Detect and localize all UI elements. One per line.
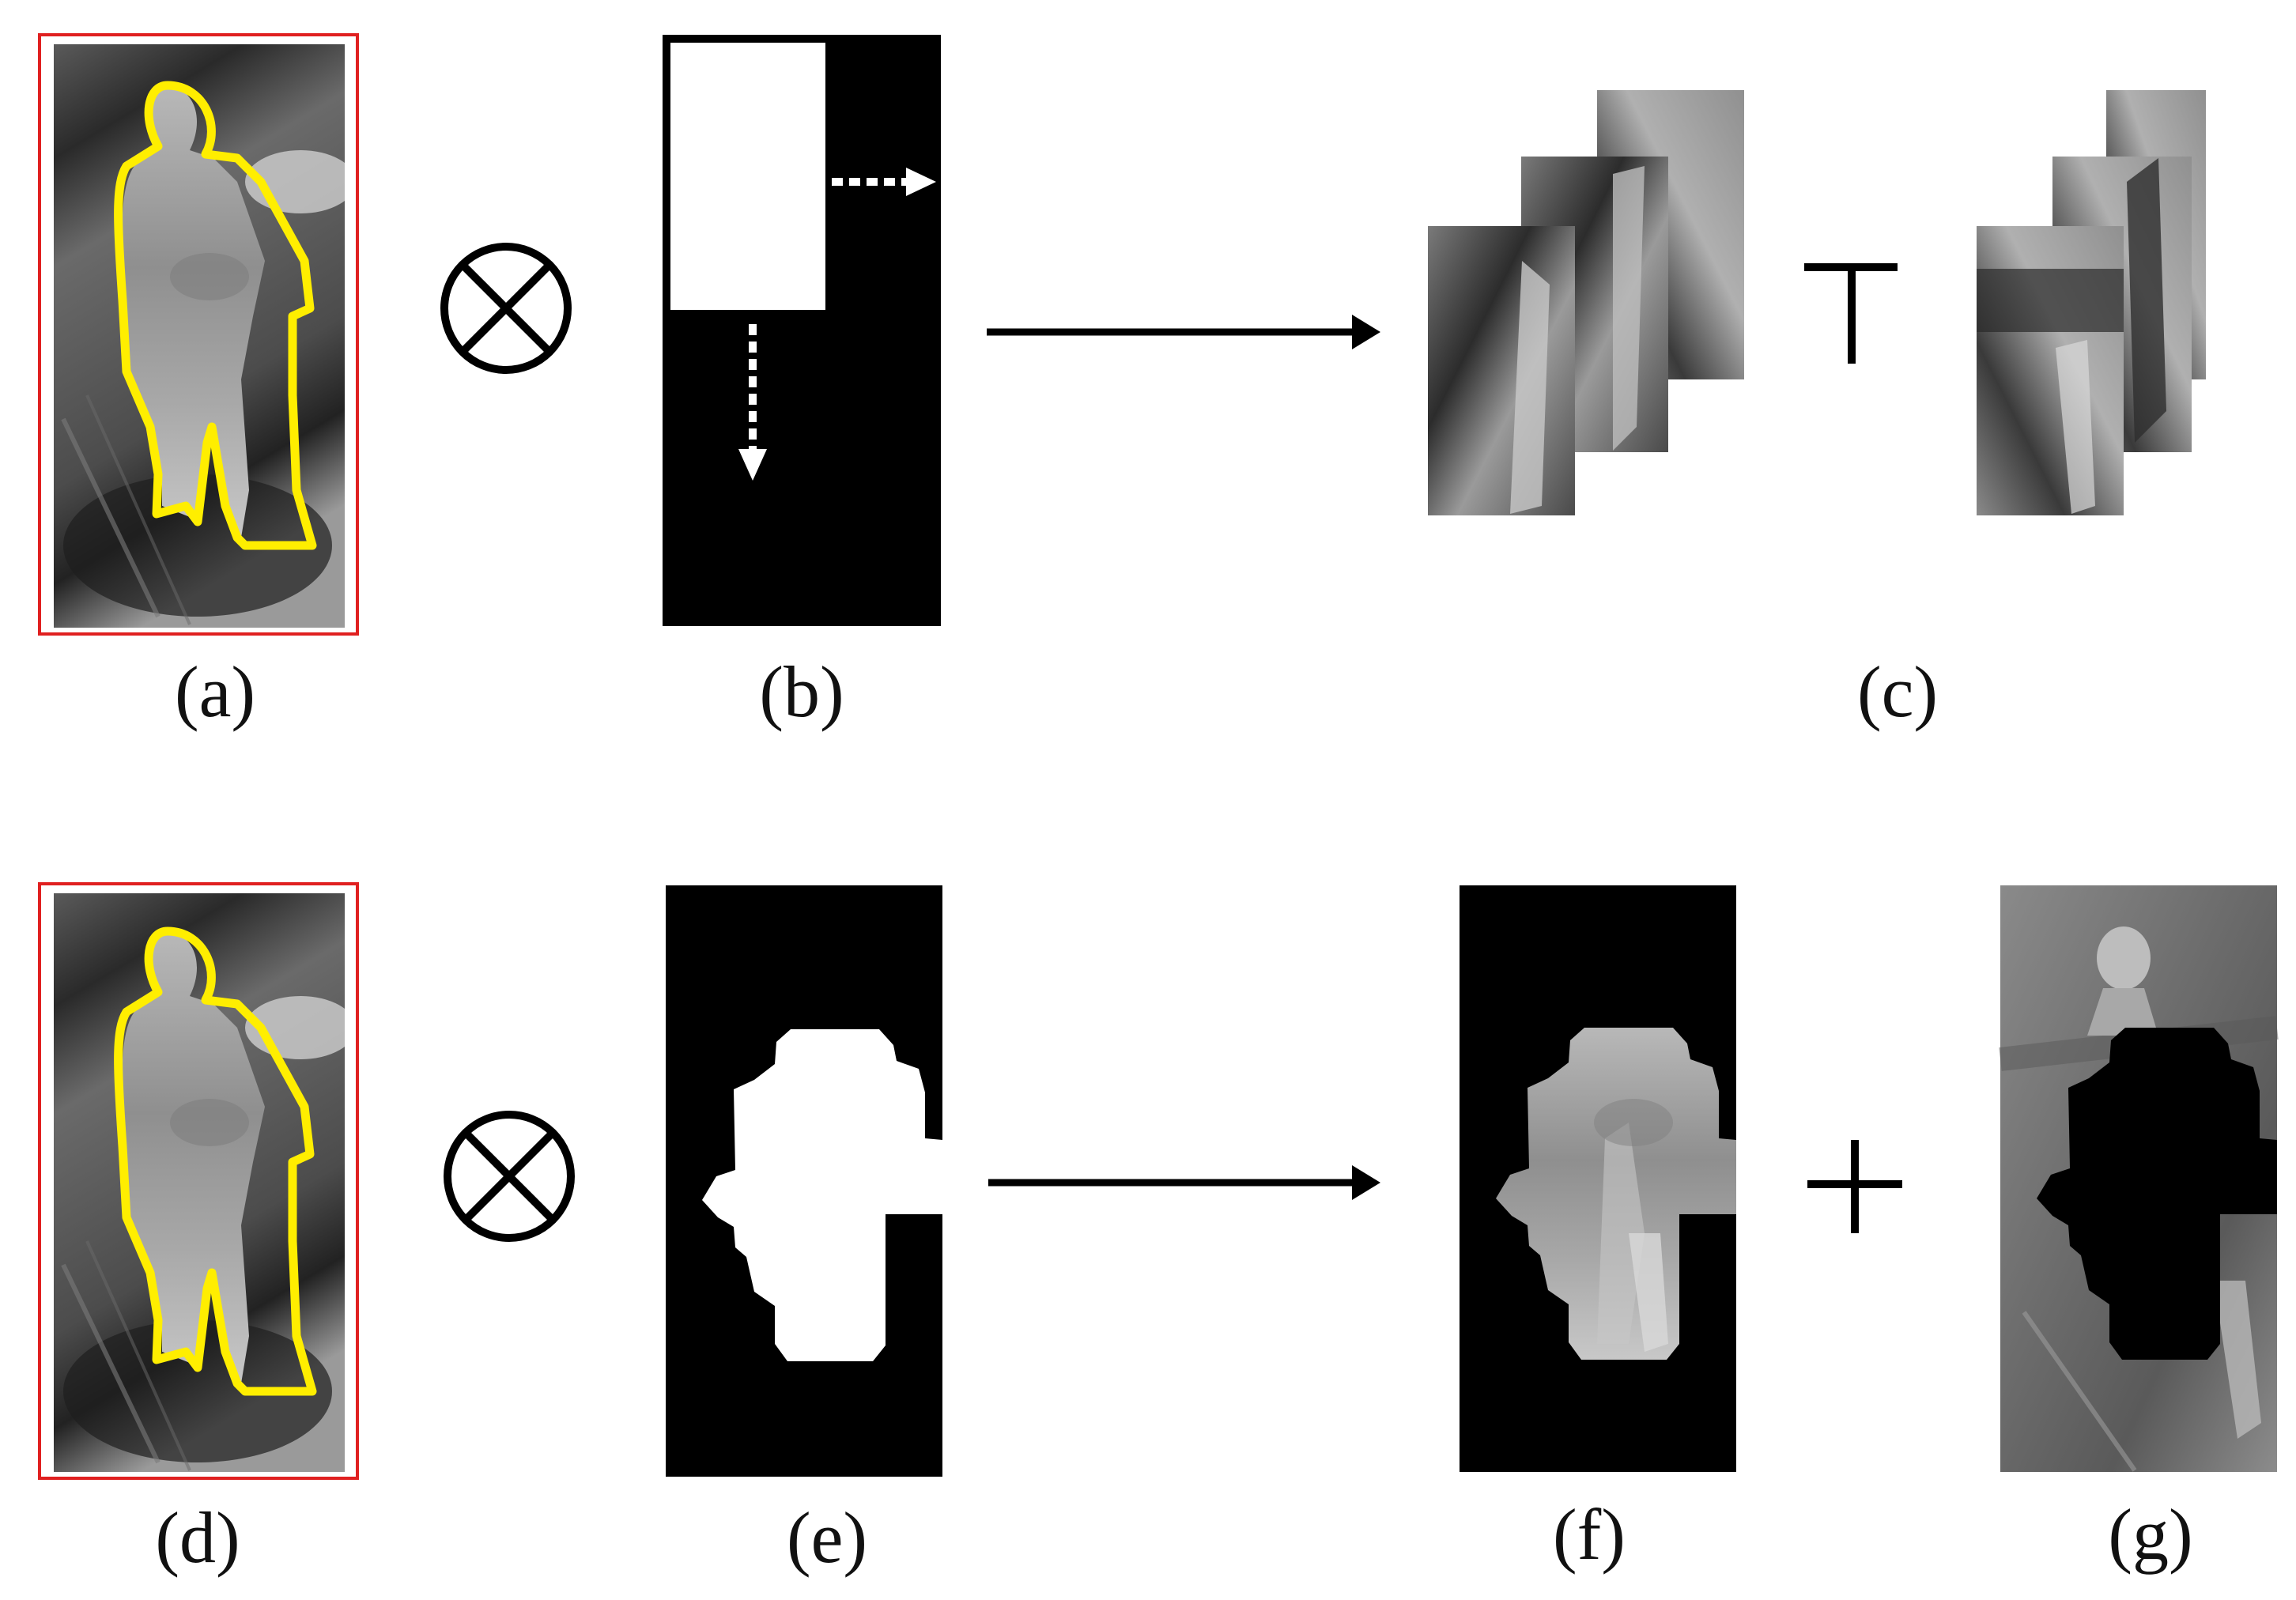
label-g: (g) [2108, 1494, 2192, 1575]
plus-operator-bottom [1807, 1140, 1902, 1233]
panel-f-masked-body [1460, 885, 1736, 1472]
panel-c-patch-stacks [1428, 90, 2206, 515]
window-box [670, 43, 825, 310]
label-f: (f) [1553, 1494, 1626, 1575]
masked-region [2037, 1028, 2277, 1360]
multiply-operator-top [440, 243, 572, 374]
arrow-top [987, 315, 1380, 349]
panel-b-sliding-window-mask [663, 35, 941, 626]
label-e: (e) [787, 1497, 867, 1578]
arrow-bottom [988, 1165, 1380, 1200]
label-a: (a) [175, 651, 255, 732]
patch-1-front [1428, 226, 1575, 515]
plus-operator-top [1804, 263, 1898, 364]
panel-a-frame [38, 33, 359, 636]
label-c: (c) [1857, 651, 1938, 732]
panel-d-person-outline [114, 926, 317, 1396]
multiply-operator-bottom [444, 1111, 575, 1242]
panel-d-thermal-image [38, 882, 359, 1480]
label-d: (d) [155, 1497, 240, 1578]
panel-e-body-mask [666, 885, 942, 1477]
mask-shape [702, 1029, 942, 1361]
panel-a-thermal-image [38, 33, 359, 636]
panel-d-frame [38, 882, 359, 1480]
panel-g-background-remainder [1999, 885, 2279, 1472]
panel-a-person-outline [114, 81, 317, 550]
label-b: (b) [759, 651, 844, 732]
